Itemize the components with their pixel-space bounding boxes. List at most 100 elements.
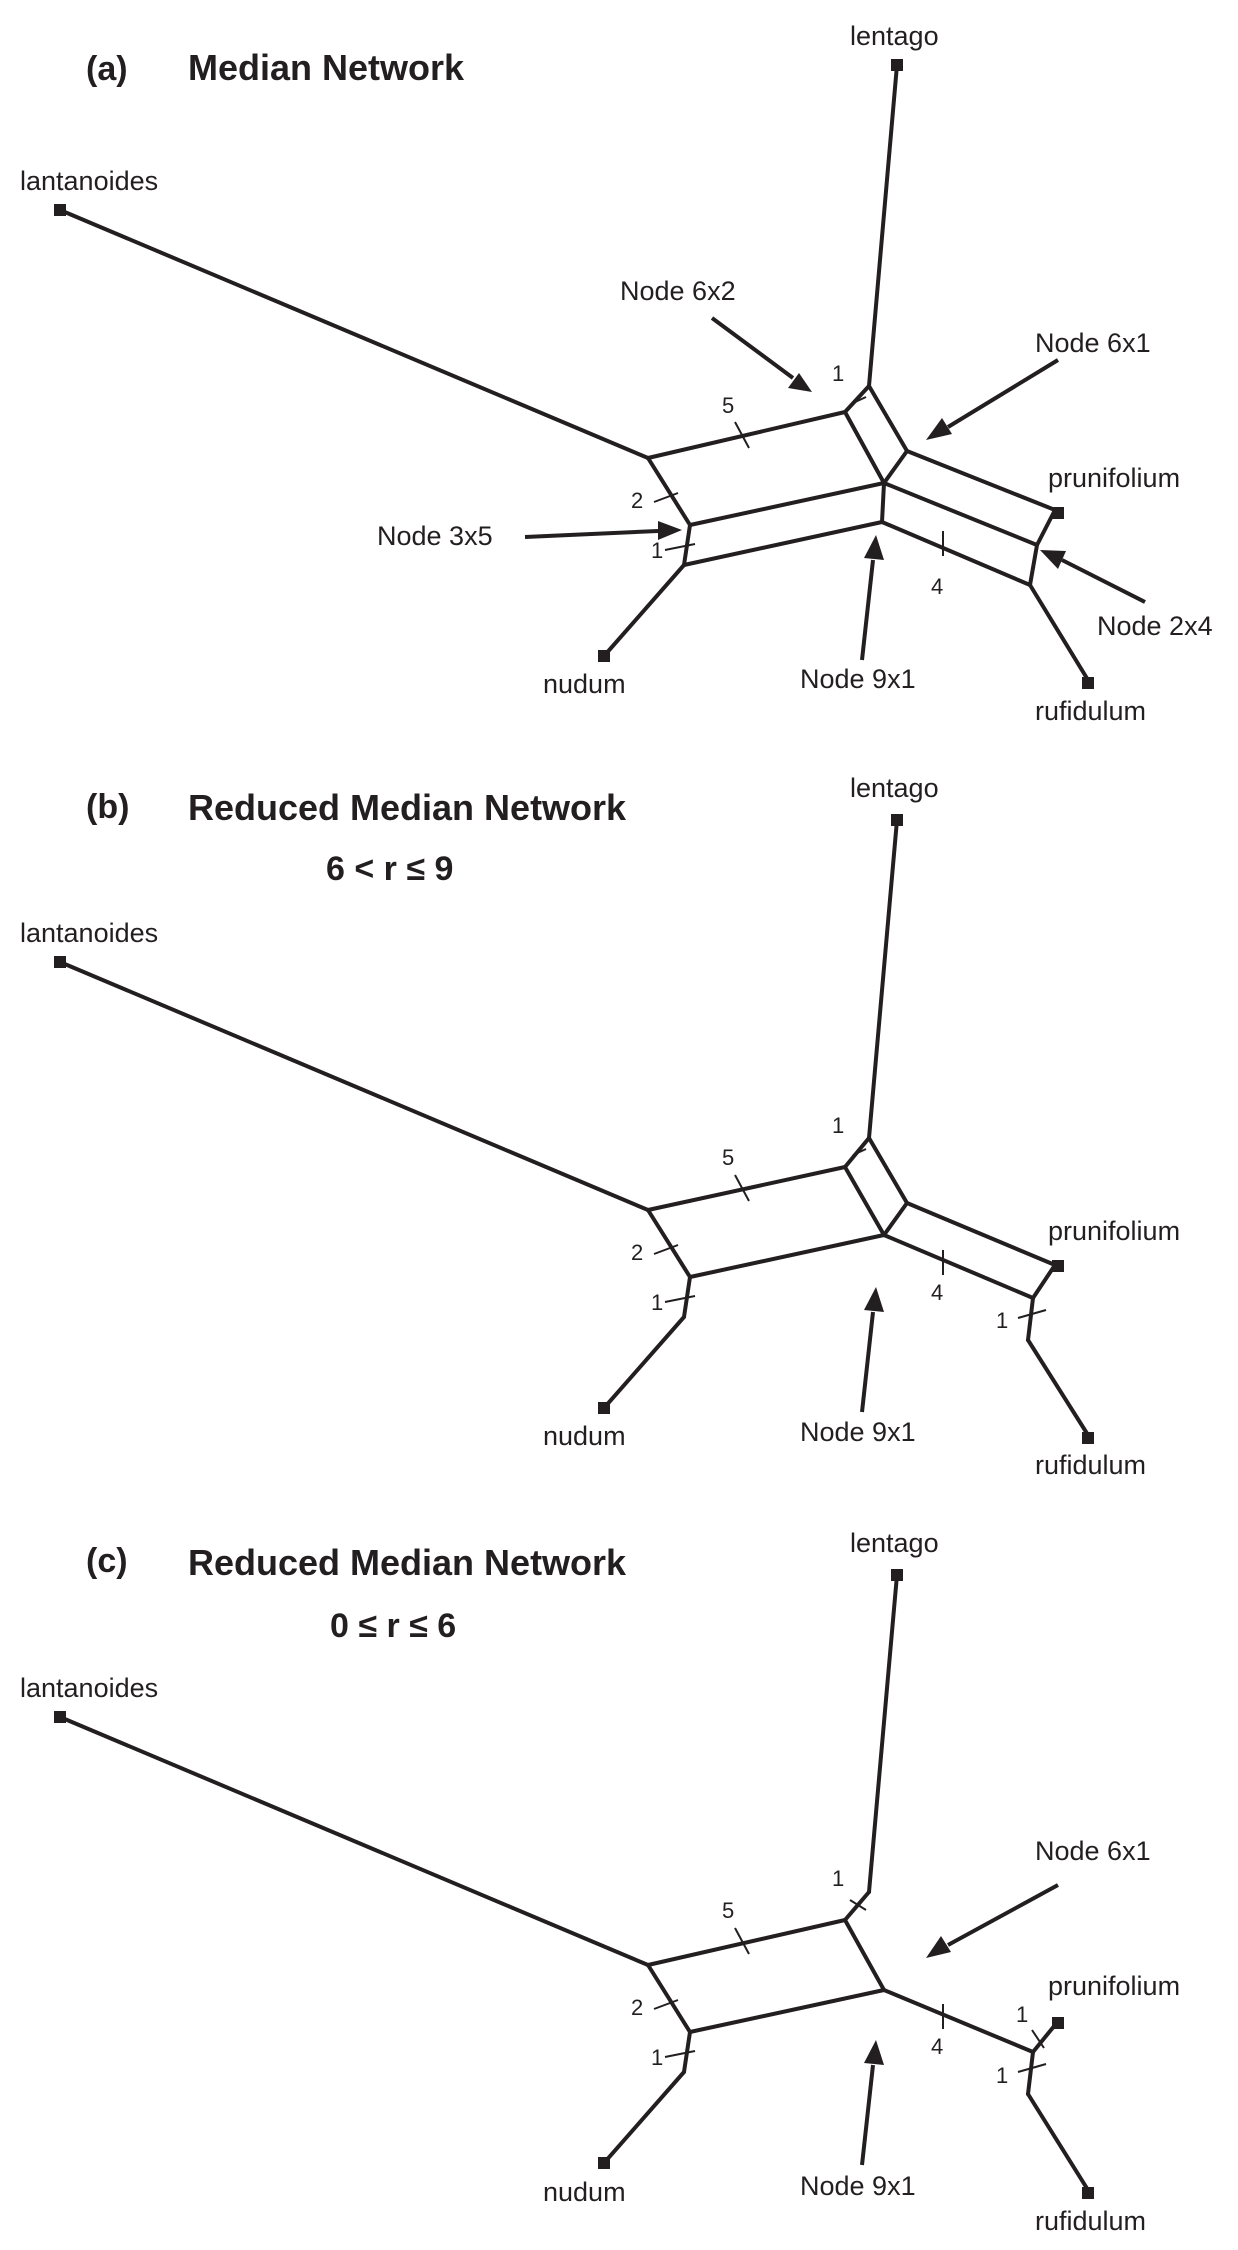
panel-a-edge-nudum <box>602 563 686 658</box>
panel-b-tip-nudum <box>598 1402 610 1414</box>
panel-c-weight-1b: 1 <box>651 2045 663 2070</box>
panel-b-tick-1b <box>664 1295 696 1303</box>
panel-b-weight-1: 1 <box>832 1113 844 1138</box>
panel-a-edge-right-upper <box>905 449 1057 512</box>
panel-a-edge-box-left <box>843 410 886 485</box>
panel-b-tip-lantanoides <box>54 956 66 968</box>
panel-c-edge-left-upper <box>646 1963 692 2034</box>
panel-b-label-lentago: lentago <box>850 773 939 803</box>
panel-b-weight-2: 2 <box>631 1240 643 1265</box>
panel-a-tip-lantanoides <box>54 204 66 216</box>
panel-b-label-prunifolium: prunifolium <box>1048 1216 1180 1246</box>
panel-c: (c) Reduced Median Network 0 ≤ r ≤ 6 <box>20 1528 1180 2236</box>
panel-a-letter: (a) <box>86 50 128 88</box>
panel-a-label-nudum: nudum <box>543 669 626 699</box>
panel-c-tick-1c <box>1031 2029 1045 2049</box>
panel-a-edge-rufidulum <box>1028 583 1090 682</box>
panel-c-edge-rufidulum <box>1026 2092 1090 2192</box>
panel-c-edge-lentago <box>867 1573 899 1894</box>
panel-a-node-label-3x5: Node 3x5 <box>377 521 493 551</box>
panel-a-tip-rufidulum <box>1082 677 1094 689</box>
panel-a-node-label-2x4: Node 2x4 <box>1097 611 1213 641</box>
panel-a-arrow-2x4 <box>1040 550 1146 604</box>
panel-a-edge-top <box>646 410 847 460</box>
panel-a-tick-2 <box>653 492 679 503</box>
panel-b-weight-5: 5 <box>722 1145 734 1170</box>
panel-b-label-rufidulum: rufidulum <box>1035 1450 1146 1480</box>
panel-c-arrow-6x1 <box>926 1883 1059 1958</box>
panel-c-tick-2 <box>653 1999 679 2010</box>
panel-c-title: Reduced Median Network <box>188 1542 627 1583</box>
panel-c-tick-5 <box>734 1927 750 1955</box>
panel-b-edge-nudum <box>602 1315 686 1410</box>
panel-a-edge-bottom <box>682 520 884 567</box>
panel-a-arrow-6x2 <box>710 316 812 392</box>
panel-c-node-label-9x1: Node 9x1 <box>800 2171 916 2201</box>
panel-b-edge-right-upper <box>905 1201 1057 1267</box>
panel-a-weight-2: 2 <box>631 488 643 513</box>
panel-a-label-prunifolium: prunifolium <box>1048 463 1180 493</box>
panel-c-label-lantanoides: lantanoides <box>20 1673 158 1703</box>
panel-c-edge-bottom <box>688 1988 886 2034</box>
panel-c-arrow-9x1 <box>860 2040 884 2166</box>
panel-c-weight-1d: 1 <box>996 2063 1008 2088</box>
panel-a-tip-lentago <box>891 59 903 71</box>
panel-b-tick-1 <box>852 1148 867 1156</box>
panel-b-tick-2 <box>653 1244 679 1255</box>
panel-c-weight-5: 5 <box>722 1898 734 1923</box>
panel-b-arrow-9x1 <box>860 1287 884 1413</box>
panel-b-edge-top <box>646 1165 847 1212</box>
panel-c-label-lentago: lentago <box>850 1528 939 1558</box>
panel-b-tip-rufidulum <box>1082 1432 1094 1444</box>
panel-a-edge-box-bottom <box>882 449 909 485</box>
panel-c-label-nudum: nudum <box>543 2177 626 2207</box>
panel-b: (b) Reduced Median Network 6 < r ≤ 9 <box>20 773 1180 1480</box>
panel-b-network <box>58 818 1090 1437</box>
panel-c-edge-box-right <box>843 1918 886 1992</box>
panel-a-node-label-6x1: Node 6x1 <box>1035 328 1151 358</box>
panel-c-weight-1c: 1 <box>1016 2002 1028 2027</box>
panel-b-edge-left-upper <box>646 1208 692 1279</box>
panel-c-tip-lentago <box>891 1569 903 1581</box>
panel-b-edge-box-bottom <box>882 1201 909 1237</box>
panel-a-weight-5: 5 <box>722 393 734 418</box>
panel-b-label-lantanoides: lantanoides <box>20 918 158 948</box>
panel-a-edge-lentago <box>867 63 899 388</box>
panel-b-tip-lentago <box>891 814 903 826</box>
panel-c-edge-lentago-stem <box>843 1890 871 1922</box>
panel-a-tip-prunifolium <box>1052 507 1064 519</box>
panel-a-weight-1: 1 <box>832 361 844 386</box>
panel-a-arrow-6x1 <box>926 358 1060 440</box>
panel-a-arrow-9x1 <box>860 535 884 661</box>
panel-c-edge-rufidulum-stem <box>1026 2050 1035 2096</box>
panel-a-network <box>58 63 1090 682</box>
panel-b-tip-prunifolium <box>1052 1260 1064 1272</box>
panel-a-label-lentago: lentago <box>850 21 939 51</box>
panel-a-edge-right-box-b <box>1028 543 1039 587</box>
panel-c-tick-1b <box>664 2050 696 2058</box>
panel-c-tick-1d <box>1017 2063 1047 2073</box>
panel-a-node-label-6x2: Node 6x2 <box>620 276 736 306</box>
panel-c-edge-prunifolium <box>1031 2023 1057 2054</box>
panel-a-tick-5 <box>734 421 750 449</box>
panel-a-weight-4: 4 <box>931 574 943 599</box>
panel-b-node-label-9x1: Node 9x1 <box>800 1417 916 1447</box>
panel-c-tip-lantanoides <box>54 1711 66 1723</box>
panel-b-subtitle: 6 < r ≤ 9 <box>326 850 453 888</box>
panel-b-edge-right-box <box>1031 1263 1057 1300</box>
panel-a-tip-nudum <box>598 650 610 662</box>
panel-a-edge-box-right <box>867 384 909 453</box>
panel-c-weight-2: 2 <box>631 1995 643 2020</box>
panel-a-edge-mid-drop <box>880 481 886 524</box>
panel-c-edge-top <box>646 1918 847 1967</box>
panel-c-subtitle: 0 ≤ r ≤ 6 <box>330 1607 456 1645</box>
panel-b-edge-rufidulum <box>1026 1338 1090 1437</box>
panel-a: (a) Median Network <box>20 21 1213 726</box>
panel-c-letter: (c) <box>86 1542 128 1580</box>
panel-a-title: Median Network <box>188 47 465 88</box>
panel-b-weight-1c: 1 <box>996 1308 1008 1333</box>
panel-b-title: Reduced Median Network <box>188 787 627 828</box>
panel-a-tick-1b <box>664 543 696 551</box>
panel-c-tip-nudum <box>598 2157 610 2169</box>
panel-b-weight-1b: 1 <box>651 1290 663 1315</box>
